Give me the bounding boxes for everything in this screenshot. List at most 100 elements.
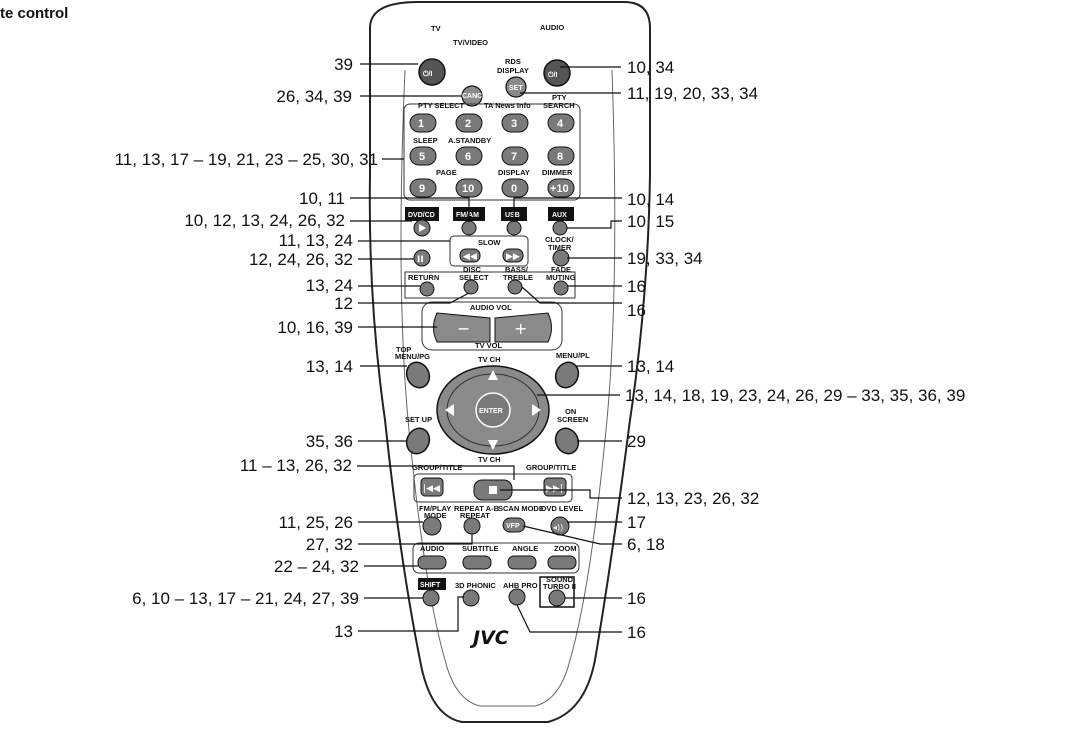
aux-button[interactable] [552, 220, 568, 236]
dvdcd-source-button[interactable] [405, 207, 439, 221]
callout-left: 13, 14 [306, 357, 353, 376]
group-title-right-label: GROUP/TITLE [526, 463, 576, 472]
slow-forward-button[interactable]: ▶▶ [502, 248, 524, 263]
digit-4-button[interactable]: 4 [547, 113, 575, 133]
disc-label: DISC [463, 265, 482, 274]
tvvideo-label: TV/VIDEO [453, 38, 488, 47]
shift-button[interactable] [422, 589, 440, 607]
dvdcd-label: DVD/CD [408, 212, 435, 219]
nav-right-button[interactable] [532, 404, 541, 416]
digit-1-button[interactable]: 1 [409, 113, 437, 133]
digit-plus10-button[interactable]: +10 [547, 178, 575, 198]
next-button[interactable] [543, 477, 567, 497]
setup-button[interactable] [403, 425, 434, 458]
rds-label: RDS [505, 57, 521, 66]
fade-label: FADE [551, 265, 571, 274]
clock-timer-button[interactable] [552, 249, 570, 267]
vfp-button[interactable] [502, 517, 526, 533]
ahb-pro-label: AHB PRO [503, 581, 538, 590]
subtitle-button[interactable] [462, 555, 492, 570]
volume-frame [421, 301, 563, 351]
3d-phonic-button[interactable] [462, 589, 480, 607]
callout-left: 12, 24, 26, 32 [249, 250, 353, 269]
volume-down-button[interactable] [433, 312, 491, 343]
zoom-button[interactable] [547, 555, 577, 570]
tv-power-button[interactable] [418, 58, 446, 86]
rewind-icon: ◀◀ [463, 252, 477, 262]
set-label: SET [509, 85, 523, 92]
prev-button[interactable] [420, 477, 444, 497]
bass-treble-button[interactable] [507, 279, 523, 295]
display-label: DISPLAY [498, 168, 530, 177]
digit-4-label: 4 [557, 118, 564, 130]
ta-news-label: TA News Info [484, 101, 531, 110]
clock-label: CLOCK/ [545, 235, 575, 244]
prev-icon: |◀◀ [423, 484, 440, 494]
dimmer-label: DIMMER [542, 168, 573, 177]
return-label: RETURN [408, 273, 439, 282]
leader-lines-left [350, 63, 515, 632]
page-label: PAGE [436, 168, 457, 177]
group-title-left-label: GROUP/TITLE [412, 463, 462, 472]
cancel-label: CANCEL [462, 93, 492, 100]
audio-vol-label: AUDIO VOL [470, 303, 512, 312]
search-label: SEARCH [543, 101, 575, 110]
select-label: SELECT [459, 273, 489, 282]
menu-pl-button[interactable] [552, 359, 583, 392]
digit-3-button[interactable]: 3 [501, 113, 529, 133]
callout-left: 26, 34, 39 [276, 87, 352, 106]
callout-right: 13, 14 [627, 357, 674, 376]
slow-rewind-button[interactable]: ◀◀ [459, 248, 481, 263]
angle-button[interactable] [507, 555, 537, 570]
return-button[interactable] [419, 281, 435, 297]
aux-label: AUX [552, 212, 567, 219]
setup-label: SET UP [405, 415, 432, 424]
digit-10-button[interactable]: 10 [455, 178, 483, 198]
rds-set-button[interactable] [505, 76, 527, 98]
screen-label: SCREEN [557, 415, 588, 424]
fmam-button[interactable] [461, 220, 477, 236]
play-icon [419, 224, 426, 232]
digit-8-button[interactable]: 8 [547, 146, 575, 166]
callout-left: 12 [334, 294, 353, 313]
skip-frame [413, 473, 573, 503]
repeat-label: REPEAT [460, 511, 490, 520]
disc-select-button[interactable] [463, 279, 479, 295]
nav-left-button[interactable] [445, 404, 454, 416]
digit-2-button[interactable]: 2 [455, 113, 483, 133]
repeat-button[interactable] [463, 517, 481, 535]
digit-5-label: 5 [419, 151, 425, 163]
dvd-level-label: DVD LEVEL [541, 504, 584, 513]
digit-7-button[interactable]: 7 [501, 146, 529, 166]
dvd-level-icon: ◂)) [553, 523, 563, 532]
digit-7-label: 7 [511, 151, 517, 163]
timer-label: TIMER [548, 243, 572, 252]
treble-label: TREBLE [503, 273, 533, 282]
ahb-pro-button[interactable] [508, 588, 526, 606]
digit-9-button[interactable]: 9 [409, 178, 437, 198]
digit-6-button[interactable]: 6 [455, 146, 483, 166]
fm-play-mode-button[interactable] [422, 516, 442, 536]
digit-0-button[interactable]: 0 [501, 178, 529, 198]
audio-button[interactable] [417, 555, 447, 570]
fade-muting-button[interactable] [553, 280, 569, 296]
pause-button[interactable] [413, 249, 431, 267]
brand-logo: JVC [469, 627, 509, 649]
top-menu-button[interactable] [403, 359, 434, 392]
callout-left: 27, 32 [306, 535, 353, 554]
digit-0-label: 0 [511, 183, 517, 195]
usb-button[interactable] [506, 220, 522, 236]
digit-5-button[interactable]: 5 [409, 146, 437, 166]
aux-source-button[interactable] [548, 207, 574, 221]
callout-right: 29 [627, 432, 646, 451]
sound-turbo-button[interactable] [548, 589, 566, 607]
nav-up-button[interactable] [488, 370, 498, 380]
stop-icon [489, 486, 497, 494]
callout-right: 16 [627, 623, 646, 642]
enter-button[interactable] [475, 392, 511, 428]
volume-up-button[interactable] [494, 312, 552, 343]
callout-right: 12, 13, 23, 26, 32 [627, 489, 759, 508]
on-screen-button[interactable] [552, 425, 583, 458]
callout-right: 16 [627, 589, 646, 608]
nav-down-button[interactable] [488, 440, 498, 450]
